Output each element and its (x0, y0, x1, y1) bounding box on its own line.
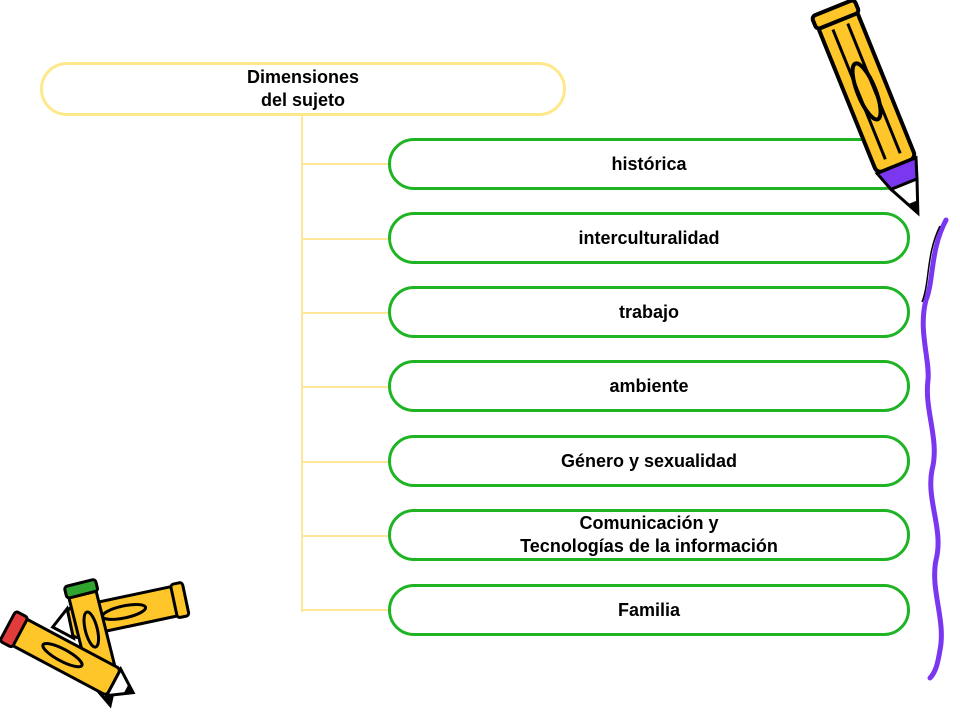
child-node-label: interculturalidad (578, 227, 720, 248)
connector-trunk (301, 116, 303, 612)
connector-branch (302, 535, 390, 537)
squiggle-line-decoration (920, 217, 949, 681)
connector-branch (302, 609, 390, 611)
child-node-label: trabajo (618, 301, 679, 322)
child-node-ambiente: ambiente (388, 360, 910, 412)
connector-branch (302, 461, 390, 463)
connector-branch (302, 312, 390, 314)
connector-branch (302, 163, 390, 165)
child-node-trabajo: trabajo (388, 286, 910, 338)
child-node-label-line1: Comunicación y (579, 513, 719, 533)
connector-branch (302, 238, 390, 240)
pencil-icon (810, 0, 920, 217)
child-node-label: Familia (617, 599, 681, 620)
root-node-label-line2: del sujeto (260, 90, 345, 110)
crossed-pencils-icon (0, 578, 191, 709)
child-node-interculturalidad: interculturalidad (388, 212, 910, 264)
child-node-historica: histórica (388, 138, 910, 190)
root-node: Dimensiones del sujeto (40, 62, 566, 116)
child-node-genero: Género y sexualidad (388, 435, 910, 487)
child-node-comunicacion: Comunicación y Tecnologías de la informa… (388, 509, 910, 561)
child-node-label-line2: Tecnologías de la información (520, 536, 778, 556)
connector-branch (302, 386, 390, 388)
child-node-familia: Familia (388, 584, 910, 636)
root-node-label-line1: Dimensiones (246, 67, 360, 87)
child-node-label: Género y sexualidad (560, 450, 738, 471)
child-node-label: ambiente (609, 375, 689, 396)
child-node-label: histórica (611, 153, 687, 174)
